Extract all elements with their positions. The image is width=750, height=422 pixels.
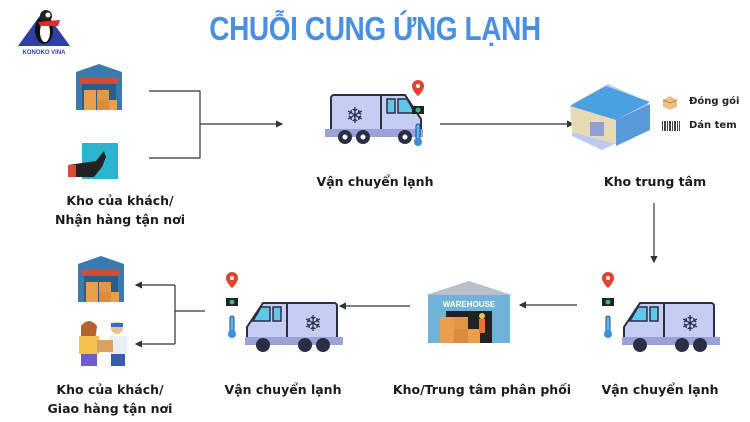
pickup-hand-icon bbox=[68, 143, 118, 179]
svg-text:❄: ❄ bbox=[681, 312, 699, 337]
transport2-label: Vận chuyển lạnh bbox=[601, 382, 719, 397]
logo-text: KONOKO VINA bbox=[22, 50, 66, 56]
truck-sensors-icon bbox=[226, 272, 238, 338]
truck-sensors-icon bbox=[602, 272, 614, 338]
task-packing: Đóng gói bbox=[689, 96, 740, 107]
delivery-handover-icon bbox=[79, 321, 127, 366]
svg-text:❄: ❄ bbox=[346, 104, 364, 129]
customer-warehouse-icon bbox=[78, 256, 124, 302]
page-title: CHUỖI CUNG ỨNG LẠNH bbox=[209, 10, 541, 47]
central-warehouse-icon bbox=[570, 84, 650, 150]
connector-source-merge bbox=[149, 90, 201, 159]
destination-label: Kho của khách/ Giao hàng tận nơi bbox=[30, 380, 190, 418]
source-label-line1: Kho của khách/ bbox=[66, 193, 174, 208]
distribution-warehouse-icon: WAREHOUSE bbox=[426, 281, 512, 343]
customer-warehouse-icon bbox=[76, 64, 122, 110]
refrigerated-truck-icon: ❄ bbox=[622, 302, 720, 352]
warehouse-sign: WAREHOUSE bbox=[443, 300, 496, 309]
konoko-logo: KONOKO VINA bbox=[18, 10, 70, 56]
central-label: Kho trung tâm bbox=[603, 174, 707, 189]
svg-text:❄: ❄ bbox=[304, 312, 322, 337]
distribution-label: Kho/Trung tâm phân phối bbox=[392, 382, 572, 397]
refrigerated-truck-icon: ❄ bbox=[325, 94, 423, 144]
truck-sensors-icon bbox=[412, 80, 424, 146]
source-label: Kho của khách/ Nhận hàng tận nơi bbox=[40, 191, 200, 229]
destination-label-line2: Giao hàng tận nơi bbox=[47, 401, 173, 416]
source-label-line2: Nhận hàng tận nơi bbox=[54, 212, 185, 227]
task-labeling: Dán tem bbox=[689, 120, 737, 131]
transport1-label: Vận chuyển lạnh bbox=[316, 174, 434, 189]
barcode-icon bbox=[662, 121, 680, 131]
package-box-icon bbox=[662, 96, 678, 110]
refrigerated-truck-icon: ❄ bbox=[245, 302, 343, 352]
destination-label-line1: Kho của khách/ bbox=[56, 382, 164, 397]
transport3-label: Vận chuyển lạnh bbox=[224, 382, 342, 397]
